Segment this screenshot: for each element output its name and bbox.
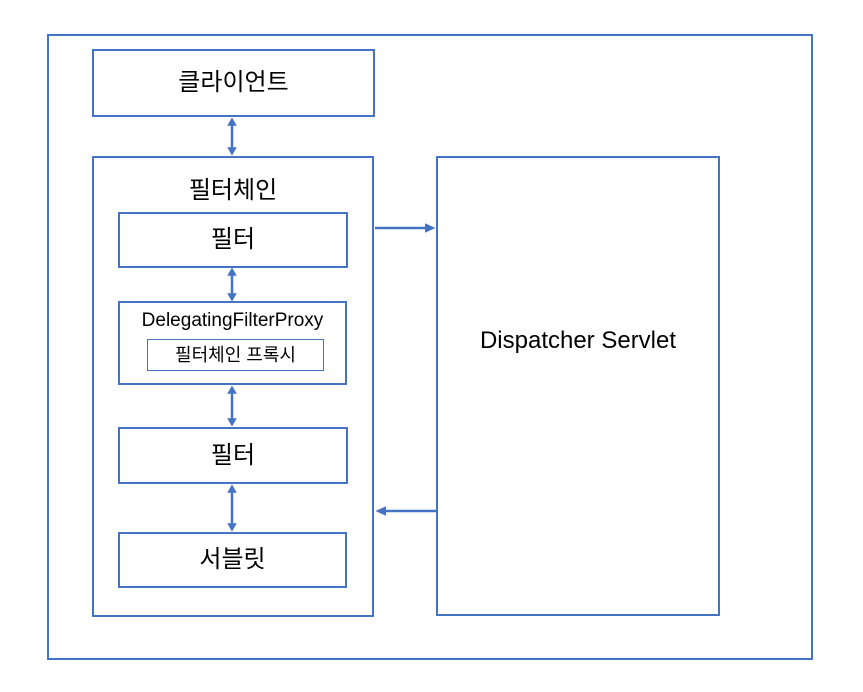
- delegating-filter-proxy-title: DelegatingFilterProxy: [141, 310, 324, 331]
- servlet-label: 서블릿: [199, 546, 266, 573]
- double-arrow-filter-servlet: [225, 484, 239, 532]
- client-label: 클라이언트: [178, 69, 289, 96]
- double-arrow-filter-dfp: [225, 267, 239, 302]
- filter-top-box: 필터: [118, 212, 348, 268]
- filter-chain-proxy-box: 필터체인 프록시: [147, 339, 324, 371]
- delegating-filter-proxy-box: DelegatingFilterProxy 필터체인 프록시: [118, 301, 347, 385]
- filter-bottom-box: 필터: [118, 427, 348, 484]
- filter-bottom-label: 필터: [210, 441, 256, 469]
- dispatcher-servlet-label: Dispatcher Servlet: [479, 327, 677, 354]
- client-box: 클라이언트: [92, 49, 375, 117]
- double-arrow-client-filterchain: [225, 117, 239, 156]
- filter-chain-proxy-label: 필터체인 프록시: [175, 345, 296, 365]
- arrow-dispatcher-to-filterchain: [375, 504, 436, 518]
- arrow-filterchain-to-dispatcher: [375, 221, 436, 235]
- double-arrow-dfp-filter: [225, 385, 239, 427]
- dispatcher-servlet-box: Dispatcher Servlet: [436, 156, 720, 616]
- filterchain-title: 필터체인: [188, 177, 278, 204]
- servlet-box: 서블릿: [118, 532, 347, 588]
- filter-top-label: 필터: [210, 226, 256, 253]
